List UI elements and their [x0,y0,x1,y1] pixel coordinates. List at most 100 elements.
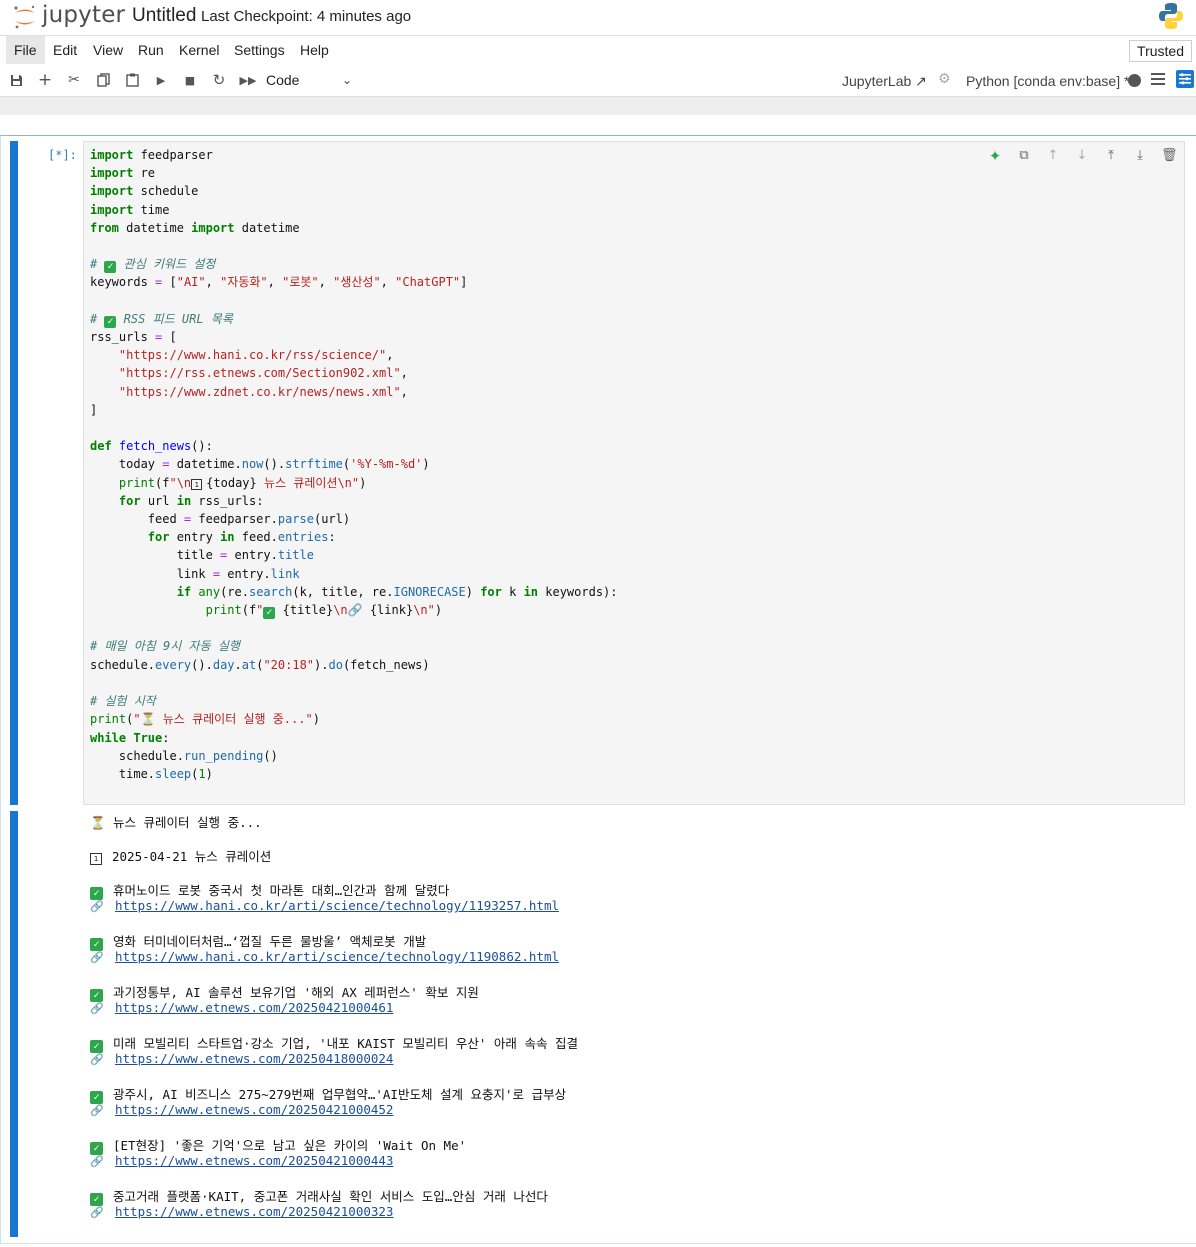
insert-above-icon[interactable]: ⤒ [1108,148,1114,163]
chevron-down-icon: ⌄ [341,73,352,87]
link-icon: 🔗 [90,1206,104,1219]
code-line: while True: [90,730,170,745]
menu-kernel[interactable]: Kernel [179,42,220,58]
python-logo-icon [1159,3,1183,29]
code-comment: # 실험 시작 [90,694,156,709]
check-icon: ✓ [90,1040,103,1053]
menu-list-icon[interactable] [1151,72,1165,86]
menu-edit[interactable]: Edit [53,42,78,58]
menu-file[interactable]: File [6,36,45,64]
check-icon: ✓ [90,887,103,900]
paste-icon[interactable] [123,71,141,89]
news-url[interactable]: https://www.etnews.com/20250421000323 [115,1204,394,1219]
news-link-line: 🔗 https://www.etnews.com/20250421000452 [90,1102,393,1117]
news-title: ✓광주시, AI 비즈니스 275~279번째 업무협약…'AI반도체 설계 요… [90,1084,566,1104]
code-cell[interactable] [0,135,1196,1244]
duplicate-cell-icon[interactable]: ⧉ [1019,148,1029,163]
code-line: import time [90,202,170,217]
delete-cell-icon[interactable]: 🗑 [1161,148,1178,163]
menu-bar: File Edit View Run Kernel Settings Help … [0,35,1196,65]
news-link-line: 🔗 https://www.etnews.com/20250421000323 [90,1204,393,1219]
news-title: ✓영화 터미네이터처럼…‘껍질 두른 물방울’ 액체로봇 개발 [90,931,426,951]
trusted-badge[interactable]: Trusted [1129,40,1192,62]
news-link-line: 🔗 https://www.etnews.com/20250421000461 [90,1000,393,1015]
code-line: def fetch_news(): [90,439,213,454]
code-editor[interactable] [83,141,1185,805]
menu-help[interactable]: Help [300,42,329,58]
news-title: ✓[ET현장] '좋은 기억'으로 남고 싶은 카이의 'Wait On Me' [90,1135,466,1155]
menu-view[interactable]: View [93,42,124,58]
code-line: import schedule [90,184,199,199]
jupyter-logo-icon [14,5,35,29]
move-down-icon[interactable]: ↓ [1076,148,1088,163]
box-1-icon: 1 [90,853,102,865]
news-url[interactable]: https://www.hani.co.kr/arti/science/tech… [115,949,560,964]
code-comment: # ✓ RSS 피드 URL 목록 [90,311,233,328]
kernel-name[interactable]: Python [conda env:base] * [966,73,1130,89]
jupyterlab-link[interactable]: JupyterLab ↗ [842,73,927,90]
code-line: print("⏳ 뉴스 큐레이터 실행 중...") [90,712,320,727]
news-title: ✓휴머노이드 로봇 중국서 첫 마라톤 대회…인간과 함께 달렸다 [90,880,449,900]
code-line: rss_urls = [ [90,330,177,345]
link-icon: 🔗 [90,1002,104,1015]
code-source[interactable]: import feedparser import re import sched… [90,148,618,781]
hourglass-icon: ⏳ [90,815,106,830]
cell-toolbar: ✦ ⧉ ↑ ↓ ⤒ ⤓ 🗑 [985,147,1178,166]
news-link-line: 🔗 https://www.etnews.com/20250418000024 [90,1051,393,1066]
news-title: ✓미래 모빌리티 스타트업·강소 기업, '내포 KAIST 모빌리티 우산' … [90,1033,578,1053]
cell-type-value: Code [266,72,300,88]
sparkle-ai-icon[interactable]: ✦ [988,147,1002,165]
restart-icon[interactable]: ↻ [212,71,226,89]
link-emoji-icon: 🔗 [347,603,363,618]
news-url[interactable]: https://www.etnews.com/20250421000443 [115,1153,394,1168]
add-cell-icon[interactable]: + [37,70,53,90]
news-link-line: 🔗 https://www.hani.co.kr/arti/science/tec… [90,949,559,964]
code-line: schedule.every().day.at("20:18").do(fetc… [90,657,430,672]
output-collapser-bar[interactable] [10,811,18,1237]
box-1-icon: 1 [191,478,203,490]
insert-below-icon[interactable]: ⤓ [1137,148,1143,163]
menu-run[interactable]: Run [138,42,164,58]
external-link-icon: ↗ [915,73,927,89]
check-icon: ✓ [90,1142,103,1155]
cell-type-select[interactable]: Code ⌄ [266,69,356,91]
fast-forward-icon[interactable]: ▶▶ [239,73,257,87]
link-icon: 🔗 [90,951,104,964]
property-inspector-icon[interactable] [1176,70,1194,88]
top-header: jupyter Untitled Last Checkpoint: 4 minu… [0,0,1196,35]
stop-icon[interactable]: ■ [184,73,196,87]
news-url[interactable]: https://www.etnews.com/20250421000452 [115,1102,394,1117]
checkpoint-status: Last Checkpoint: 4 minutes ago [201,8,412,25]
news-title: ✓중고거래 플랫폼·KAIT, 중고폰 거래사실 확인 서비스 도입…안심 거래… [90,1186,548,1206]
news-link-line: 🔗https://www.hani.co.kr/arti/science/tec… [90,898,559,913]
check-icon: ✓ [90,1193,103,1206]
move-up-icon[interactable]: ↑ [1047,148,1059,163]
link-icon: 🔗 [90,1104,104,1117]
link-icon: 🔗 [90,1053,104,1066]
code-line: import feedparser [90,148,213,162]
execution-prompt: [*]: [48,148,77,162]
run-icon[interactable]: ▶ [156,73,166,87]
news-url[interactable]: https://www.hani.co.kr/arti/science/tech… [115,898,560,913]
jupyterlab-link-label: JupyterLab [842,73,912,89]
news-url[interactable]: https://www.etnews.com/20250421000461 [115,1000,394,1015]
input-collapser-bar[interactable] [10,141,18,805]
gear-icon[interactable]: ⚙ [938,71,951,87]
news-url[interactable]: https://www.etnews.com/20250418000024 [115,1051,394,1066]
kernel-busy-indicator [1128,74,1141,87]
notebook-title[interactable]: Untitled [132,5,197,26]
check-icon: ✓ [90,938,103,951]
code-comment: # 매일 아침 9시 자동 실행 [90,639,240,654]
code-line: from datetime import datetime [90,220,300,235]
code-comment: # ✓ 관심 키워드 설정 [90,257,216,274]
copy-icon[interactable] [94,71,112,89]
link-icon: 🔗 [90,1155,104,1168]
news-link-line: 🔗 https://www.etnews.com/20250421000443 [90,1153,393,1168]
menu-settings[interactable]: Settings [234,42,285,58]
toolbar-separator-strip [0,97,1196,115]
jupyter-logo[interactable]: jupyter [12,2,125,32]
notebook-toolbar: + ✂ ▶ ■ ↻ ▶▶ Code ⌄ JupyterLab ↗ ⚙ Pytho… [0,64,1196,97]
save-icon[interactable] [7,71,25,89]
cut-icon[interactable]: ✂ [68,72,80,88]
